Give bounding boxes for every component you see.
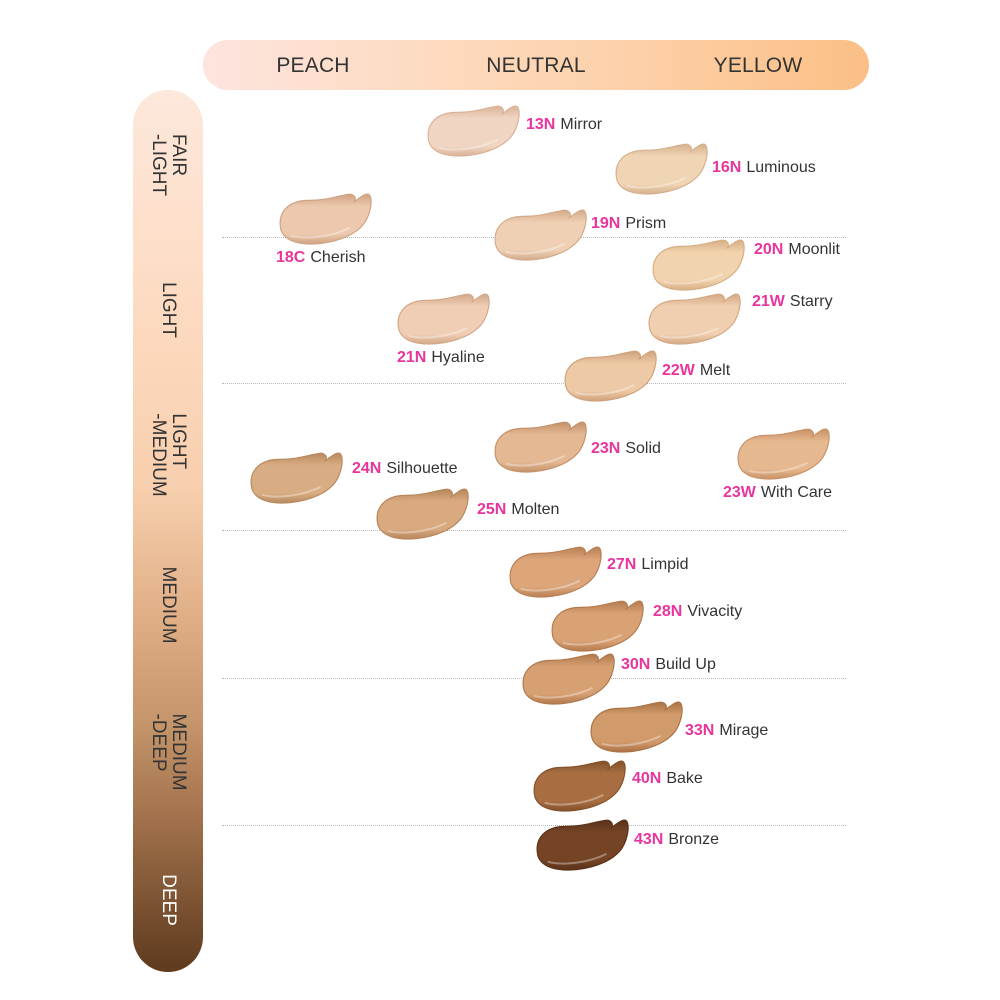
shade-name: With Care <box>760 484 833 501</box>
undertone-axis-bar: PEACH NEUTRAL YELLOW <box>203 40 869 90</box>
swatch-19n <box>490 206 588 264</box>
shade-code: 19N <box>591 215 621 232</box>
swatch-16n <box>611 140 709 198</box>
row-divider <box>222 825 846 826</box>
shade-code: 21W <box>752 293 785 310</box>
shade-name: Hyaline <box>431 349 485 366</box>
shade-name: Silhouette <box>386 460 458 477</box>
swatch-25n <box>372 485 470 543</box>
swatch-21w <box>644 290 742 348</box>
shade-code: 24N <box>352 460 382 477</box>
row-divider <box>222 530 846 531</box>
shade-code: 18C <box>276 249 306 266</box>
shade-name: Bronze <box>668 831 720 848</box>
swatch-18c <box>275 190 373 248</box>
shade-code: 22W <box>662 362 695 379</box>
shade-name: Limpid <box>641 556 689 573</box>
shade-name: Prism <box>625 215 667 232</box>
depth-axis-bar: FAIR -LIGHT LIGHT LIGHT -MEDIUM MEDIUM MEDIU… <box>133 90 203 972</box>
swatch-27n <box>505 543 603 601</box>
shade-code: 30N <box>621 656 651 673</box>
shade-code: 20N <box>754 241 784 258</box>
row-divider <box>222 383 846 384</box>
swatch-40n <box>529 757 627 815</box>
row-label-deep: DEEP <box>158 874 179 926</box>
row-label-medium: MEDIUM <box>158 566 179 644</box>
shade-code: 16N <box>712 159 742 176</box>
shade-name: Cherish <box>310 249 366 266</box>
row-label-light-medium: LIGHT -MEDIUM <box>148 413 189 497</box>
shade-name: Mirage <box>719 722 769 739</box>
swatch-23n <box>490 418 588 476</box>
shade-code: 33N <box>685 722 715 739</box>
shade-name: Molten <box>511 501 560 518</box>
shade-name: Starry <box>789 293 833 310</box>
shade-code: 25N <box>477 501 507 518</box>
column-label-yellow: YELLOW <box>713 54 803 77</box>
shade-code: 40N <box>632 770 662 787</box>
shade-code: 21N <box>397 349 427 366</box>
shade-code: 23N <box>591 440 621 457</box>
shade-name: Vivacity <box>687 603 743 620</box>
shade-name: Mirror <box>560 116 603 133</box>
row-label-light: LIGHT <box>158 282 179 338</box>
swatch-20n <box>648 236 746 294</box>
column-label-neutral: NEUTRAL <box>486 54 586 77</box>
swatch-30n <box>518 650 616 708</box>
swatch-33n <box>586 698 684 756</box>
shade-code: 43N <box>634 831 664 848</box>
swatch-43n <box>532 816 630 874</box>
shade-code: 13N <box>526 116 556 133</box>
swatch-24n <box>246 449 344 507</box>
shade-name: Bake <box>666 770 703 787</box>
swatch-23w <box>733 425 831 483</box>
shade-name: Melt <box>699 362 731 379</box>
shade-code: 23W <box>723 484 756 501</box>
swatch-22w <box>560 347 658 405</box>
row-label-fair-light: FAIR -LIGHT <box>148 133 189 197</box>
shade-name: Build Up <box>655 656 716 673</box>
shade-code: 27N <box>607 556 637 573</box>
shade-name: Moonlit <box>788 241 840 258</box>
swatch-13n <box>423 102 521 160</box>
shade-code: 28N <box>653 603 683 620</box>
swatch-21n <box>393 290 491 348</box>
swatch-28n <box>547 597 645 655</box>
column-label-peach: PEACH <box>276 54 350 77</box>
shade-name: Luminous <box>746 159 816 176</box>
shade-name: Solid <box>625 440 661 457</box>
row-label-medium-deep: MEDIUM -DEEP <box>148 713 189 791</box>
